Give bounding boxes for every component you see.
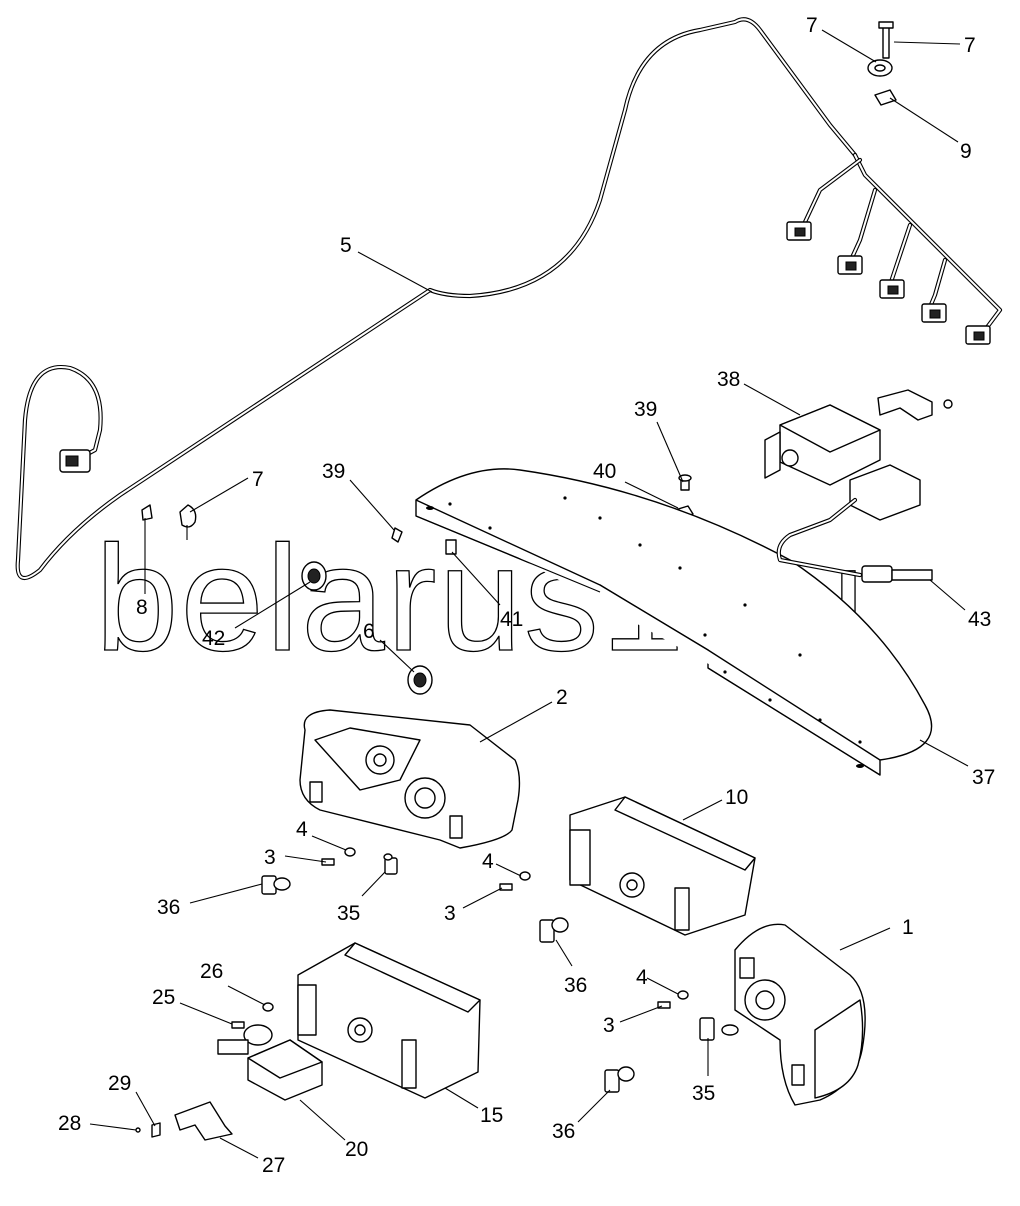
callout-8: 8 — [136, 596, 148, 619]
callout-38: 38 — [717, 368, 740, 391]
callout-29: 29 — [108, 1072, 131, 1095]
callout-28: 28 — [58, 1112, 81, 1135]
callout-21: 20 — [345, 1138, 368, 1161]
callout-41: 41 — [500, 608, 523, 631]
flasher-relay — [135, 1024, 323, 1141]
callout-5: 5 — [340, 234, 352, 257]
callout-35-a: 35 — [337, 902, 360, 925]
callout-42: 42 — [202, 627, 225, 650]
callout-39-right: 39 — [634, 398, 657, 421]
callout-20: 15 — [480, 1104, 503, 1127]
callout-7-left: 7 — [252, 468, 264, 491]
callout-27: 27 — [262, 1154, 285, 1177]
callout-labels: 7 7 9 5 7 8 39 42 41 6 39 40 38 43 37 2 … — [58, 14, 995, 1177]
callout-40: 40 — [593, 460, 616, 483]
callout-9: 7 — [964, 34, 976, 57]
lamp-housing-1 — [734, 923, 866, 1106]
callout-1: 1 — [902, 916, 914, 939]
callout-4-a: 4 — [296, 818, 308, 841]
callout-43: 43 — [968, 608, 991, 631]
callout-4-c: 4 — [636, 966, 648, 989]
callout-36-a: 36 — [157, 896, 180, 919]
callout-25: 25 — [152, 986, 175, 1009]
callout-15: 10 — [725, 786, 748, 809]
clamp-bolt-assembly — [867, 21, 897, 106]
fasteners — [231, 847, 689, 1029]
leader-lines — [89, 29, 969, 1159]
callout-26: 26 — [200, 960, 223, 983]
relay-module — [764, 389, 953, 583]
callout-7-top: 7 — [806, 14, 818, 37]
lamp-housing-20 — [297, 942, 481, 1099]
callout-36-c: 36 — [552, 1120, 575, 1143]
callout-37: 37 — [972, 766, 995, 789]
callout-2: 2 — [556, 686, 568, 709]
callout-3-a: 3 — [264, 846, 276, 869]
callout-3-c: 3 — [603, 1014, 615, 1037]
callout-35-b: 35 — [692, 1082, 715, 1105]
lamp-housing-2 — [299, 709, 521, 849]
mounting-plate — [415, 468, 933, 776]
wiring-harness — [15, 17, 1003, 581]
lamp-housing-15 — [569, 796, 756, 936]
callout-10: 9 — [960, 140, 972, 163]
bulb-holders — [261, 853, 739, 1093]
callout-4-b: 4 — [482, 850, 494, 873]
callout-3-b: 3 — [444, 902, 456, 925]
callout-6: 6 — [363, 620, 375, 643]
callout-36-b: 36 — [564, 974, 587, 997]
callout-39-left: 39 — [322, 460, 345, 483]
